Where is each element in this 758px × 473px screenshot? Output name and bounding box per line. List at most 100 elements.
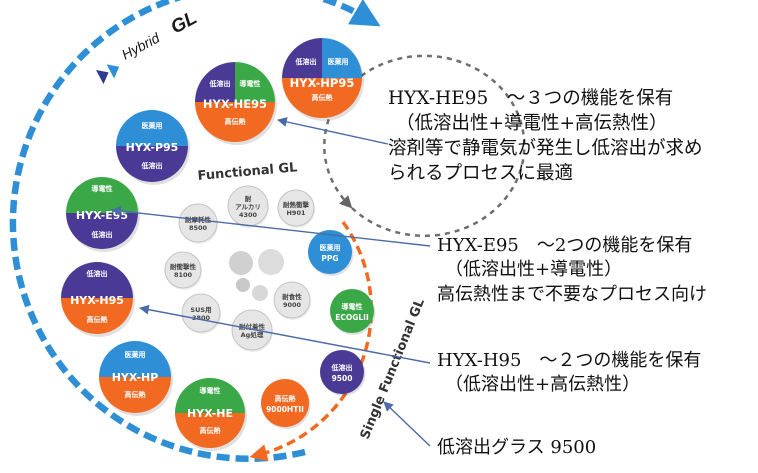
disc-line-1: 耐 [245, 194, 252, 203]
disc-segment [99, 341, 171, 377]
disc-line-2: 9500 [332, 374, 353, 383]
pointer-lines [111, 117, 431, 447]
annotation-e95-line-1: HYX-E95 ～2つの機能を保有 [437, 235, 693, 256]
disc-function-label: 医薬用 [125, 350, 146, 359]
disc-segment [61, 262, 133, 298]
disc-function-label: 医薬用 [142, 121, 163, 130]
disc-body [261, 379, 309, 427]
disc-title: HYX-HE [187, 407, 233, 420]
disc-line-2: Ag処理 [241, 330, 264, 339]
hybrid-disc-he95[interactable]: HYX-HE95 低溶出導電性高伝熱 [195, 62, 277, 145]
annotation-he95-line-2: （低溶出性+導電性+高伝熱性） [396, 112, 668, 134]
disc-function-label: 低溶出 [91, 230, 113, 239]
annotation-e95-line-3: 高伝熱性まで不要なプロセス向け [437, 283, 707, 305]
annotation-he95-line-3: 溶剤等で静電気が発生し低溶出が求め [388, 137, 703, 159]
disc-segment [99, 377, 171, 413]
disc-segment [116, 110, 188, 146]
hybrid-products: HYX-HP95低溶出医薬用高伝熱HYX-HE95低溶出導電性高伝熱HYX-P9… [61, 38, 364, 451]
disc-segment [195, 102, 275, 142]
annotation-e95: HYX-E95 ～2つの機能を保有 （低溶出性+導電性） 高伝熱性まで不要なプロ… [437, 234, 707, 307]
hybrid-disc-hp95[interactable]: HYX-HP95低溶出医薬用高伝熱 [282, 38, 364, 121]
disc-line-1: 低溶出 [331, 363, 353, 372]
disc-line-2: 8500 [189, 224, 208, 232]
disc-body [164, 251, 202, 289]
annotation-he95-line-1: HYX-HE95 ～３つの機能を保有 [388, 88, 674, 109]
disc-function-label: 低溶出 [209, 79, 231, 88]
disc-line-1: 耐付着性 [239, 322, 266, 331]
disc-segment [235, 62, 275, 102]
disc-body [320, 350, 364, 394]
disc-title: HYX-HE95 [203, 97, 267, 111]
disc-line-1: 耐衝撃性 [170, 262, 197, 271]
disc-segment [175, 378, 245, 413]
disc-line-1: 耐食性 [282, 292, 302, 301]
pointer-9500 [383, 401, 431, 447]
disc-body [178, 203, 218, 243]
disc-function-label: 導電性 [240, 79, 261, 88]
functional-ring-arc [323, 54, 526, 238]
disc-segment [282, 38, 322, 78]
annotation-h95: HYX-H95 ～２つの機能を保有 （低溶出性+高伝熱性） [437, 349, 701, 398]
disc-function-label: 高伝熱 [87, 315, 108, 324]
disc-line-2: 9000HTII [266, 405, 304, 414]
disc-function-label: 医薬用 [328, 57, 349, 66]
disc-function-label: 導電性 [200, 386, 221, 395]
disc-function-label: 高伝熱 [125, 390, 146, 399]
annotation-h95-line-2: （低溶出性+高伝熱性） [445, 374, 641, 396]
disc-line-2: ECOGLII [335, 313, 369, 322]
pointer-e95 [111, 206, 431, 247]
disc-segment [116, 146, 188, 182]
disc-segment [175, 413, 245, 448]
disc-title: HYX-HP [112, 371, 159, 384]
single-disc-ht[interactable]: 高伝熱 9000HTII [261, 379, 311, 429]
disc-line-3: 4300 [239, 211, 258, 219]
disc-body [181, 293, 221, 333]
disc-function-label: 低溶出 [86, 269, 108, 278]
single-functional-ring-arc [249, 220, 373, 462]
disc-segment [66, 213, 138, 249]
hybrid-ring-arc [9, 0, 381, 462]
disc-body [330, 289, 374, 333]
logo-mark-icon [96, 70, 109, 85]
single-disc-s9500[interactable]: 低溶出 9500 [320, 350, 366, 396]
disc-line-1: 高伝熱 [275, 394, 296, 403]
disc-line-1: 耐熱衝撃 [283, 200, 310, 209]
logo-main-text: GL [167, 7, 200, 38]
disc-body [273, 281, 311, 319]
disc-segment [322, 38, 362, 78]
annotation-9500: 低溶出グラス 9500 [437, 436, 596, 460]
functional-disc-wear[interactable]: 耐摩耗性8500 [178, 203, 218, 244]
disc-segment [282, 78, 362, 118]
logo-sub-text: Hybrid [119, 29, 163, 63]
annotation-e95-line-2: （低溶出性+導電性） [445, 259, 623, 281]
disc-function-label: 高伝熱 [312, 93, 333, 102]
disc-line-2: PPG [321, 254, 338, 263]
disc-segment [61, 298, 133, 334]
pointer-h95 [139, 304, 431, 364]
disc-segment [195, 62, 235, 102]
disc-body [231, 309, 273, 351]
disc-function-label: 導電性 [92, 184, 113, 193]
hybrid-gl-logo: Hybrid GL [96, 7, 201, 85]
disc-title: HYX-P95 [126, 141, 179, 154]
disc-line-2: 9000 [283, 301, 302, 309]
disc-function-label: 高伝熱 [225, 117, 246, 126]
disc-line-2: 8100 [174, 271, 193, 279]
annotation-9500-line-1: 低溶出グラス 9500 [437, 437, 597, 458]
disc-segment [66, 177, 138, 213]
